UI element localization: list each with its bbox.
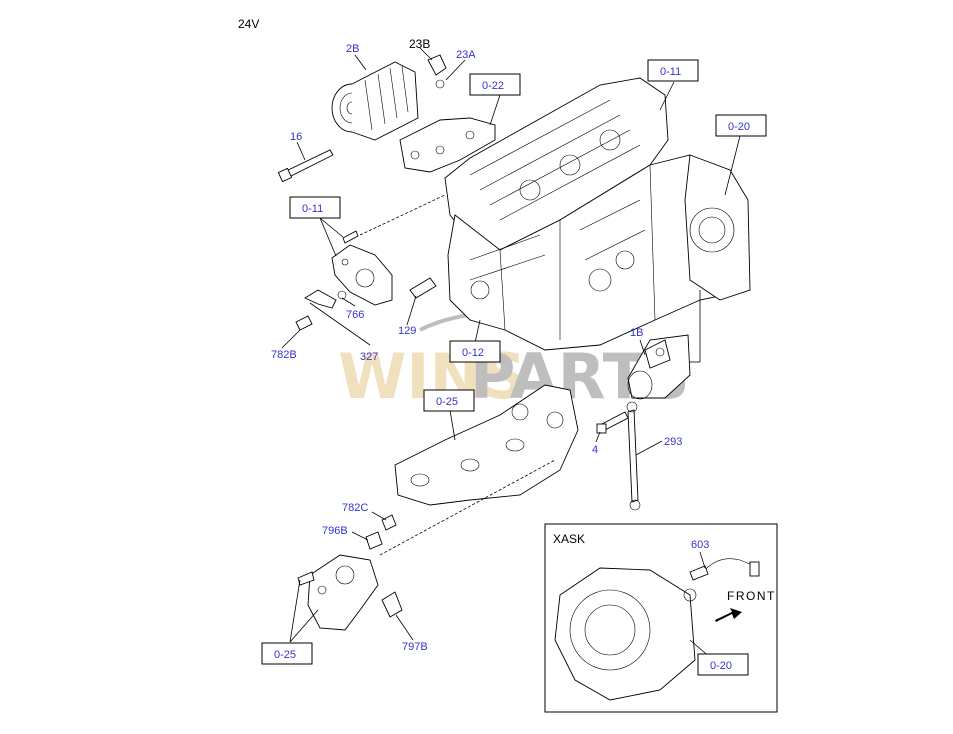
ref-label-0-11-top: 0-11 bbox=[660, 66, 681, 78]
part-label-796B[interactable]: 796B bbox=[322, 525, 348, 537]
ref-label-0-12: 0-12 bbox=[462, 347, 484, 359]
leader-lines bbox=[281, 47, 741, 643]
sensor-797B bbox=[381, 591, 403, 618]
sensor-766-327 bbox=[295, 289, 347, 331]
part-label-16[interactable]: 16 bbox=[290, 131, 302, 143]
ref-label-0-22: 0-22 bbox=[482, 80, 504, 92]
part-label-782C[interactable]: 782C bbox=[342, 502, 368, 514]
front-label: FRONT bbox=[727, 589, 776, 603]
part-label-1B[interactable]: 1B bbox=[630, 327, 643, 339]
ref-box-0-11-left[interactable]: 0-11 bbox=[289, 196, 341, 219]
starter-motor bbox=[627, 334, 691, 400]
inset-panel: XASK FRONT bbox=[544, 523, 778, 713]
part-label-23A[interactable]: 23A bbox=[456, 49, 476, 61]
ref-box-0-12[interactable]: 0-12 bbox=[449, 340, 501, 363]
part-label-2B[interactable]: 2B bbox=[346, 43, 359, 55]
ref-label-0-20-top: 0-20 bbox=[728, 121, 750, 133]
bracket-23A bbox=[427, 54, 447, 89]
part-label-782B[interactable]: 782B bbox=[271, 349, 297, 361]
sensor-796B bbox=[365, 531, 383, 550]
voltage-label: 24V bbox=[238, 17, 259, 31]
ref-label-0-20-inset: 0-20 bbox=[710, 660, 732, 672]
sensor-782C bbox=[381, 514, 397, 531]
ref-label-0-25-bottom: 0-25 bbox=[274, 649, 296, 661]
ref-box-0-11-top[interactable]: 0-11 bbox=[647, 59, 699, 82]
ref-box-0-25-bottom[interactable]: 0-25 bbox=[261, 642, 313, 665]
part-label-23B[interactable]: 23B bbox=[409, 37, 430, 51]
inset-title: XASK bbox=[553, 532, 585, 546]
cable-293 bbox=[626, 401, 641, 511]
front-arrow-icon bbox=[715, 608, 742, 622]
part-label-327[interactable]: 327 bbox=[360, 351, 378, 363]
sensor-129 bbox=[409, 277, 437, 299]
flywheel-housing bbox=[554, 567, 697, 701]
part-label-4[interactable]: 4 bbox=[592, 444, 598, 456]
ref-box-0-25-mid[interactable]: 0-25 bbox=[423, 389, 475, 412]
part-label-766[interactable]: 766 bbox=[346, 309, 364, 321]
engine-block bbox=[444, 77, 751, 351]
part-label-797B[interactable]: 797B bbox=[402, 641, 428, 653]
sensor-603 bbox=[689, 558, 760, 581]
ref-label-0-11-left: 0-11 bbox=[302, 203, 323, 215]
exhaust-manifold bbox=[394, 384, 579, 506]
alternator bbox=[331, 61, 419, 141]
ref-box-0-22[interactable]: 0-22 bbox=[469, 73, 521, 96]
alternator-bracket bbox=[399, 117, 496, 173]
ref-box-0-20-top[interactable]: 0-20 bbox=[715, 114, 767, 137]
part-label-603[interactable]: 603 bbox=[691, 539, 709, 551]
front-cover bbox=[331, 230, 393, 306]
part-label-293[interactable]: 293 bbox=[664, 436, 682, 448]
ref-label-0-25-mid: 0-25 bbox=[436, 396, 458, 408]
bolt-4 bbox=[596, 411, 629, 434]
bolt-16 bbox=[277, 149, 334, 183]
part-label-129[interactable]: 129 bbox=[398, 325, 416, 337]
ref-box-0-20-inset[interactable]: 0-20 bbox=[697, 653, 749, 676]
